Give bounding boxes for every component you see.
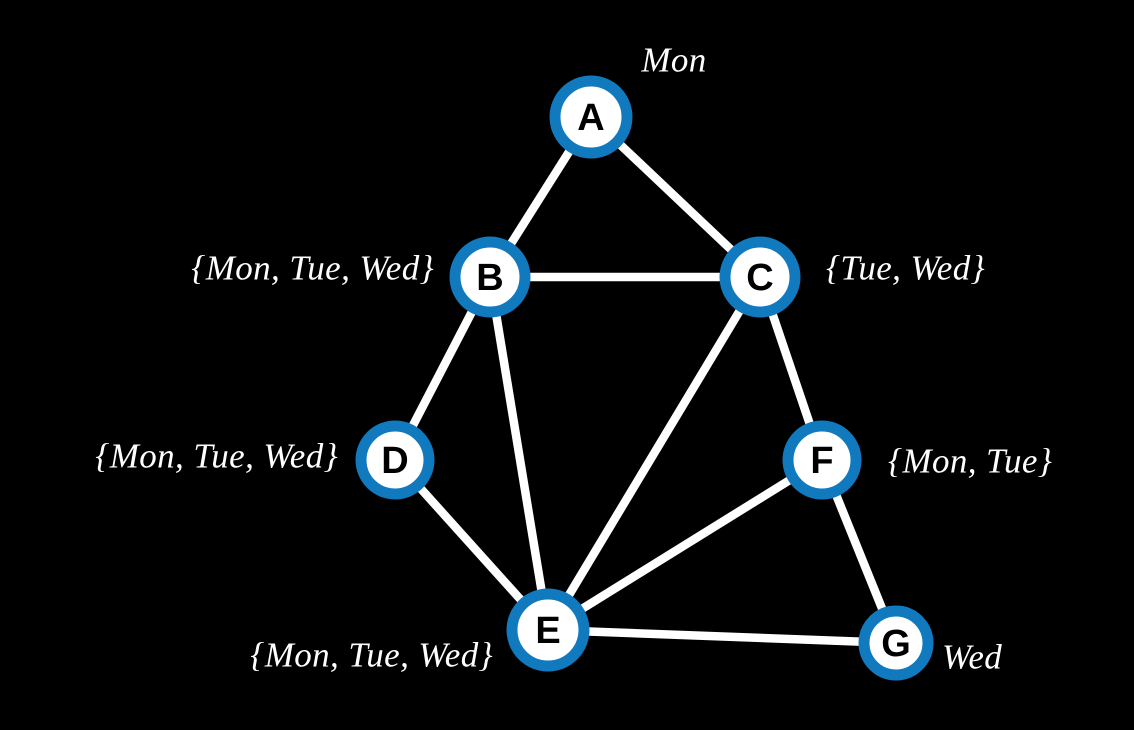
domain-label-f: {Mon, Tue} <box>888 441 1053 481</box>
node-circle-e[interactable] <box>506 588 590 672</box>
node-circle-g[interactable] <box>858 605 934 681</box>
node-circle-d[interactable] <box>355 420 435 500</box>
edge-e-f <box>545 456 825 634</box>
edges-group <box>391 113 900 648</box>
node-f[interactable]: F <box>782 420 862 500</box>
node-letter-g: G <box>881 623 911 665</box>
domain-label-b: {Mon, Tue, Wed} <box>191 248 434 288</box>
domain-label-d: {Mon, Tue, Wed} <box>95 436 338 476</box>
domain-label-a: Mon <box>641 40 707 80</box>
node-circle-c[interactable] <box>719 236 801 318</box>
node-circle-f[interactable] <box>782 420 862 500</box>
node-letter-a: A <box>577 97 604 139</box>
node-circle-b[interactable] <box>449 236 531 318</box>
node-circle-a[interactable] <box>549 75 633 159</box>
node-letter-e: E <box>535 610 560 652</box>
node-letter-b: B <box>476 257 503 299</box>
edge-b-e <box>485 276 553 631</box>
domain-label-e: {Mon, Tue, Wed} <box>250 635 493 675</box>
node-letter-c: C <box>746 257 773 299</box>
node-a[interactable]: A <box>549 75 633 159</box>
node-d[interactable]: D <box>355 420 435 500</box>
node-g[interactable]: G <box>858 605 934 681</box>
node-letter-d: D <box>381 440 408 482</box>
node-letter-f: F <box>810 440 833 482</box>
edge-e-g <box>547 625 897 648</box>
domain-label-c: {Tue, Wed} <box>826 248 986 288</box>
domain-label-g: Wed <box>942 637 1003 677</box>
node-b[interactable]: B <box>449 236 531 318</box>
nodes-group: A B C D E F G <box>355 75 934 681</box>
edge-c-e <box>544 274 764 633</box>
node-c[interactable]: C <box>719 236 801 318</box>
node-e[interactable]: E <box>506 588 590 672</box>
